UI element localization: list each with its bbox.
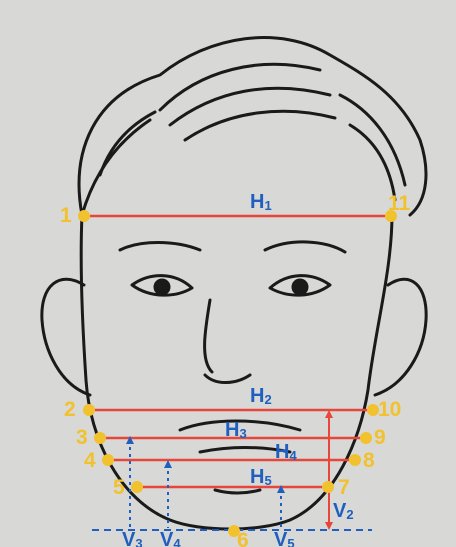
landmark-5-label: 5 <box>113 476 125 499</box>
landmark-6-label: 6 <box>237 529 249 547</box>
landmark-2-label: 2 <box>64 398 76 421</box>
landmark-1-label: 1 <box>60 204 72 227</box>
landmark-4-dot <box>102 454 114 466</box>
landmark-11-label: 11 <box>388 192 411 215</box>
landmark-2-dot <box>83 404 95 416</box>
right-pupil <box>293 280 307 294</box>
landmark-4-label: 4 <box>84 449 96 472</box>
landmark-3-label: 3 <box>76 426 88 449</box>
landmark-5-dot <box>131 481 143 493</box>
landmark-9-label: 9 <box>374 426 386 449</box>
left-pupil <box>155 280 169 294</box>
landmark-10-label: 10 <box>378 398 401 421</box>
landmark-7-label: 7 <box>338 476 350 499</box>
landmark-8-label: 8 <box>363 449 375 472</box>
landmark-3-dot <box>94 432 106 444</box>
landmark-8-dot <box>349 454 361 466</box>
landmark-1-dot <box>78 210 90 222</box>
landmark-7-dot <box>322 481 334 493</box>
landmark-9-dot <box>360 432 372 444</box>
